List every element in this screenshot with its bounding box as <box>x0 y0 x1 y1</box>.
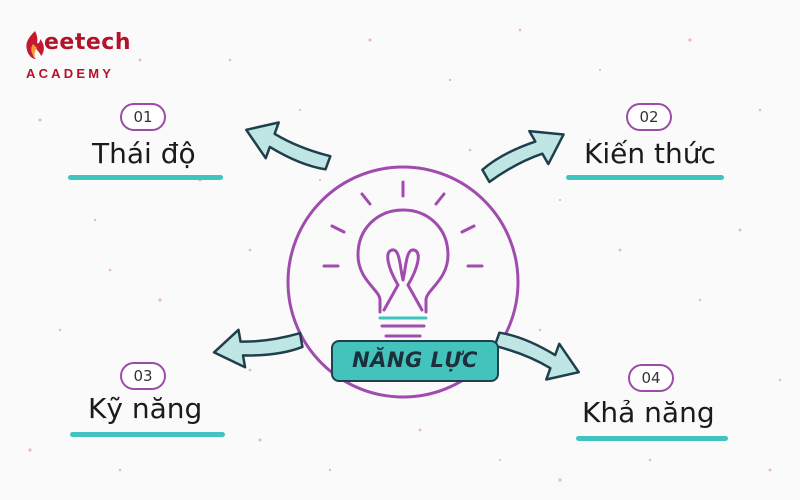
node-04: 04 Khả năng <box>570 364 740 454</box>
node-number-badge: 04 <box>628 364 674 392</box>
node-underline <box>70 432 225 437</box>
node-underline <box>68 175 223 180</box>
node-01: 01 Thái độ <box>68 103 238 193</box>
node-underline <box>576 436 728 441</box>
arrow-to-node-04 <box>493 331 580 381</box>
center-label-tag: NĂNG LỰC <box>331 340 499 382</box>
arrow-to-node-01 <box>245 121 332 171</box>
node-number-badge: 03 <box>120 362 166 390</box>
node-label: Thái độ <box>92 137 196 170</box>
node-02: 02 Kiến thức <box>566 103 736 193</box>
node-label: Kỹ năng <box>88 392 203 425</box>
light-bulb-icon <box>322 180 484 338</box>
node-label: Khả năng <box>582 396 715 429</box>
node-underline <box>566 175 724 180</box>
logo-brand-word: eetech <box>44 30 131 55</box>
node-number-badge: 01 <box>120 103 166 131</box>
arrow-to-node-03 <box>212 328 304 369</box>
logo-brand-subtitle: ACADEMY <box>26 66 115 81</box>
arrow-to-node-02 <box>481 129 565 184</box>
node-03: 03 Kỹ năng <box>70 362 240 452</box>
brand-logo[interactable]: eetech ACADEMY <box>22 30 152 90</box>
node-number-badge: 02 <box>626 103 672 131</box>
flame-logo-icon <box>26 31 44 59</box>
center-ring <box>286 165 520 399</box>
node-label: Kiến thức <box>584 137 716 170</box>
